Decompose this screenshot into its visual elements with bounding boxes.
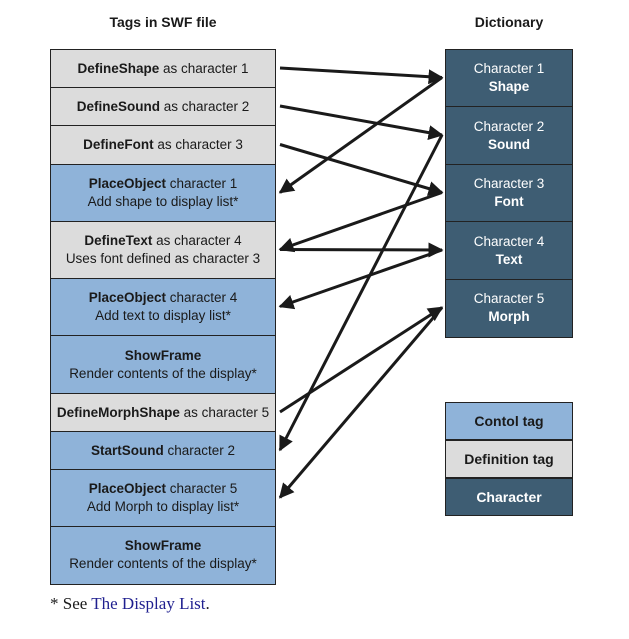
tag-row-heading: ShowFrame: [125, 347, 202, 365]
tag-name: PlaceObject: [88, 481, 166, 497]
footnote: * See The Display List.: [50, 594, 210, 614]
tag-row-heading: DefineMorphShape as character 5: [57, 404, 269, 422]
tag-row: StartSound character 2: [50, 431, 276, 471]
tag-name: DefineSound: [76, 98, 160, 114]
tag-detail: character 4: [166, 290, 238, 306]
character-type: Morph: [488, 309, 530, 325]
legend-definition-tag: Definition tag: [445, 440, 573, 478]
character-box: Character 5 Morph: [445, 279, 573, 338]
character-box: Character 1 Shape: [445, 49, 573, 108]
tag-name: PlaceObject: [88, 176, 166, 192]
character-box: Character 3 Font: [445, 164, 573, 223]
character-type: Font: [494, 194, 524, 210]
reference-arrow: [279, 66, 444, 85]
tag-name: DefineText: [84, 233, 153, 249]
tag-name: PlaceObject: [88, 290, 166, 306]
dictionary-column-title: Dictionary: [474, 14, 544, 30]
tag-name: ShowFrame: [124, 538, 202, 554]
tag-description: Render contents of the display*: [69, 365, 257, 381]
tag-row: DefineMorphShape as character 5: [50, 393, 276, 433]
character-box: Character 4 Text: [445, 221, 573, 281]
footnote-prefix: * See: [50, 594, 92, 613]
tag-name: DefineMorphShape: [56, 404, 180, 420]
reference-arrow: [278, 134, 444, 452]
reference-arrow: [278, 76, 443, 194]
tag-row-heading: DefineShape as character 1: [77, 60, 248, 78]
legend-character: Character: [445, 478, 573, 516]
tag-row-heading: PlaceObject character 1: [89, 175, 238, 193]
character-type: Shape: [488, 79, 530, 95]
character-id: Character 5: [473, 291, 545, 307]
character-box: Character 2 Sound: [445, 106, 573, 166]
reference-arrow: [278, 191, 443, 253]
tag-detail: as character 1: [159, 60, 249, 76]
tag-detail: as character 3: [153, 137, 243, 153]
tag-description: Add text to display list*: [95, 308, 231, 324]
footnote-suffix: .: [205, 594, 210, 613]
reference-arrow: [279, 104, 444, 141]
tag-detail: as character 5: [179, 404, 270, 420]
display-list-link[interactable]: The Display List: [91, 594, 206, 613]
tag-row-heading: ShowFrame: [125, 537, 202, 555]
tag-row-heading: PlaceObject character 4: [89, 289, 238, 307]
character-type: Text: [495, 251, 523, 267]
tag-name: StartSound: [90, 442, 164, 458]
reference-arrow: [278, 248, 443, 310]
tag-detail: character 1: [166, 176, 238, 192]
reference-arrow: [279, 242, 444, 258]
reference-arrow: [279, 306, 444, 414]
character-id: Character 4: [473, 233, 545, 249]
tag-row-heading: PlaceObject character 5: [89, 480, 238, 498]
tag-name: DefineShape: [77, 60, 160, 76]
tag-description: Add Morph to display list*: [86, 499, 240, 515]
character-type: Sound: [488, 136, 530, 152]
tag-detail: character 2: [163, 442, 236, 458]
tag-detail: as character 2: [159, 98, 250, 114]
tag-row-heading: DefineText as character 4: [84, 232, 241, 250]
tag-row-heading: DefineFont as character 3: [83, 136, 243, 154]
reference-arrow: [278, 306, 444, 499]
tag-row: DefineFont as character 3: [50, 125, 276, 166]
character-id: Character 3: [473, 176, 545, 192]
tags-column-title: Tags in SWF file: [109, 14, 217, 30]
tag-description: Render contents of the display*: [69, 556, 257, 572]
tag-row: DefineSound as character 2: [50, 87, 276, 127]
tag-row-heading: DefineSound as character 2: [77, 98, 250, 116]
tag-description: Uses font defined as character 3: [65, 251, 261, 267]
tag-row: DefineShape as character 1: [50, 49, 276, 89]
character-id: Character 1: [473, 61, 545, 77]
tag-description: Add shape to display list*: [87, 194, 239, 210]
tag-detail: as character 4: [152, 233, 242, 249]
tag-detail: character 5: [166, 481, 238, 497]
legend-control-tag: Contol tag: [445, 402, 573, 440]
tag-row-heading: StartSound character 2: [91, 442, 235, 460]
tag-name: ShowFrame: [124, 347, 202, 363]
tag-name: DefineFont: [83, 137, 154, 153]
character-id: Character 2: [473, 118, 545, 134]
